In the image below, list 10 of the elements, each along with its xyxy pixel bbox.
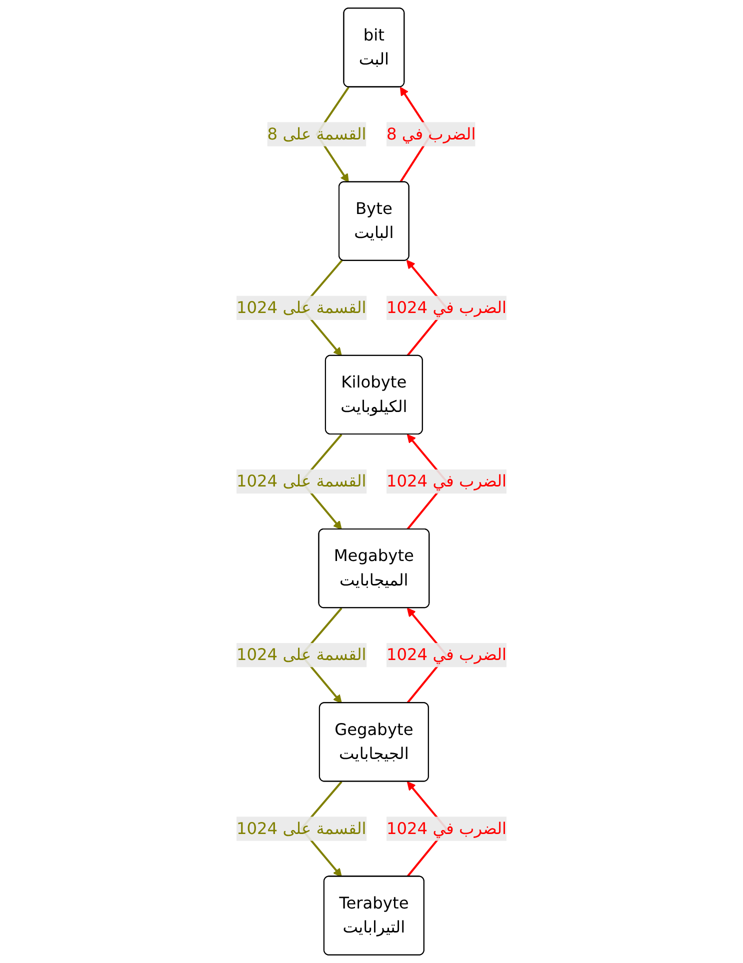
edge-label: الضرب في 1024 [386, 645, 507, 664]
edge-label: الضرب في 1024 [386, 471, 507, 491]
edge-label: القسمة على 8 [267, 124, 366, 144]
edge-label: الضرب في 1024 [386, 818, 507, 838]
edge-label: القسمة على 1024 [236, 471, 366, 491]
edge-label: القسمة على 1024 [236, 298, 366, 317]
edge-label: القسمة على 1024 [236, 645, 366, 664]
edge-label: الضرب في 1024 [386, 298, 507, 317]
edge-label: القسمة على 1024 [236, 818, 366, 838]
edge-label: الضرب في 8 [386, 124, 476, 144]
